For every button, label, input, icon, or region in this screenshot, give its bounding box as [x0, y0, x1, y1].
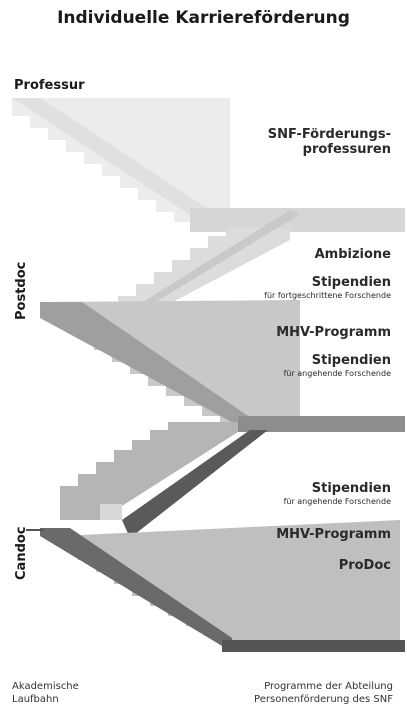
program-subtitle: für angehende Forschende — [283, 496, 391, 506]
footer-left: Akademische Laufbahn — [12, 681, 79, 705]
page-title: Individuelle Karriereförderung — [57, 8, 350, 28]
level-label-professur: Professur — [14, 78, 85, 93]
program-label-8: ProDoc — [338, 558, 391, 574]
program-label-2: Ambizione — [314, 247, 391, 263]
diagonal-candoc — [40, 528, 232, 652]
program-label-3: Stipendien für fortgeschrittene Forschen… — [264, 275, 391, 300]
program-label-4: MHV-Programm — [276, 325, 391, 341]
level-label-postdoc: Postdoc — [14, 261, 29, 320]
diagonal-rise-candoc — [122, 430, 268, 538]
program-label-6: Stipendien für angehende Forschende — [283, 481, 391, 506]
program-title: MHV-Programm — [276, 527, 391, 542]
diagonal-rise-postdoc — [98, 210, 300, 330]
diagonal-professur — [12, 98, 210, 228]
step-highlight — [100, 504, 122, 520]
level-label-candoc: Candoc — [14, 526, 29, 580]
ledge-professur — [190, 208, 405, 232]
stair-rise-candoc — [60, 422, 238, 520]
program-label-7: MHV-Programm — [276, 527, 391, 543]
band-candoc-rise — [60, 422, 268, 538]
program-label-1: SNF-Förderungs- professuren — [267, 127, 391, 158]
program-title: Stipendien — [311, 275, 391, 290]
diagonal-postdoc — [40, 302, 254, 432]
program-title: Stipendien — [311, 481, 391, 496]
footer-right: Programme der Abteilung Personenförderun… — [254, 681, 393, 705]
program-title: Ambizione — [314, 247, 391, 262]
program-title: ProDoc — [338, 558, 391, 573]
stair-candoc — [60, 520, 400, 648]
program-title: MHV-Programm — [276, 325, 391, 340]
ledge-candoc — [222, 640, 405, 652]
program-subtitle: für angehende Forschende — [283, 368, 391, 378]
band-candoc — [40, 520, 405, 652]
program-label-5: Stipendien für angehende Forschende — [283, 353, 391, 378]
program-subtitle: für fortgeschrittene Forschende — [264, 290, 391, 300]
ledge-postdoc — [238, 416, 405, 432]
program-title: Stipendien — [311, 353, 391, 368]
band-professur — [12, 98, 405, 232]
program-title: SNF-Förderungs- professuren — [267, 127, 391, 157]
band-postdoc — [40, 300, 405, 432]
